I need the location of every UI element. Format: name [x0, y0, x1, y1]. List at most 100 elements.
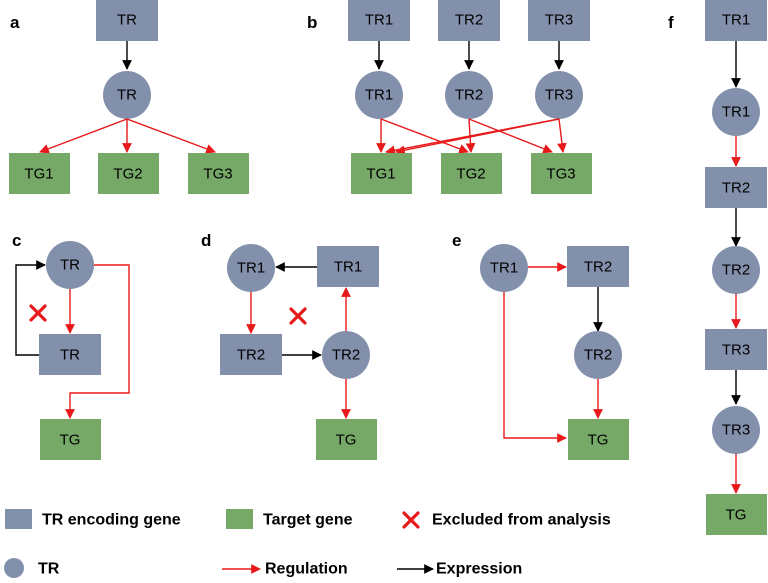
legend-tr-encoding-gene: TR encoding gene — [42, 512, 181, 529]
node-label: TR2 — [722, 180, 750, 197]
regulation-edge — [380, 118, 469, 154]
panel-f: f TR1 TR1 TR2 TR2 TR3 TR3 TG — [668, 0, 767, 535]
regulation-edge — [503, 292, 567, 443]
regulation-edge — [395, 118, 560, 156]
tr-swatch — [4, 558, 24, 578]
legend-target-gene: Target gene — [263, 512, 353, 529]
tr-node — [227, 244, 275, 292]
regulation-edge — [126, 118, 216, 154]
node-label: TR2 — [584, 259, 612, 276]
node-label: TR — [117, 12, 137, 29]
node-label: TG — [726, 507, 747, 524]
tr-encoding-gene-node — [39, 334, 101, 375]
excluded-x-icon — [402, 511, 420, 529]
target-gene-node — [568, 419, 629, 460]
target-gene-node — [188, 153, 249, 194]
node-label: TR1 — [722, 12, 750, 29]
regulation-edge — [65, 264, 130, 419]
tr-encoding-gene-node — [705, 167, 767, 208]
target-gene-node — [531, 153, 592, 194]
target-gene-swatch — [226, 509, 253, 529]
node-label: TG — [588, 432, 609, 449]
node-label: TG — [336, 432, 357, 449]
panel-b: b TR1 TR2 TR3 TR1 TR2 TR3 TG1 TG2 TG3 — [307, 0, 592, 194]
tr-node — [574, 331, 622, 379]
node-label: TR1 — [334, 259, 362, 276]
tr-node — [712, 406, 760, 454]
target-gene-node — [351, 153, 412, 194]
tr-node — [712, 88, 760, 136]
node-label: TR2 — [584, 347, 612, 364]
regulation-edge — [557, 118, 567, 153]
tr-node — [535, 71, 583, 119]
panel-c: c TR TR TG — [12, 231, 130, 460]
legend-regulation: Regulation — [265, 561, 348, 578]
node-label: TG1 — [24, 166, 53, 183]
panel-letter-b: b — [307, 13, 317, 32]
panel-d: d TR1 TR1 TR2 TR2 TG — [201, 231, 379, 460]
node-label: TG2 — [113, 166, 142, 183]
node-label: TR — [60, 347, 80, 364]
target-gene-node — [706, 494, 767, 535]
tr-encoding-gene-node — [348, 0, 410, 41]
tr-encoding-gene-node — [438, 0, 500, 41]
node-label: TR2 — [722, 262, 750, 279]
node-label: TG2 — [456, 166, 485, 183]
tr-node — [712, 246, 760, 294]
regulation-edge — [39, 118, 128, 154]
legend: TR encoding gene Target gene Excluded fr… — [4, 509, 611, 578]
tr-node — [480, 244, 528, 292]
tr-node — [322, 331, 370, 379]
node-label: TR2 — [237, 347, 265, 364]
node-label: TR3 — [722, 422, 750, 439]
node-label: TR3 — [545, 87, 573, 104]
node-label: TR1 — [237, 260, 265, 277]
node-label: TR2 — [455, 12, 483, 29]
node-label: TR3 — [545, 12, 573, 29]
tr-node — [103, 71, 151, 119]
node-label: TG — [60, 432, 81, 449]
target-gene-node — [441, 153, 502, 194]
node-label: TG3 — [203, 166, 232, 183]
panel-letter-e: e — [452, 231, 461, 250]
target-gene-node — [9, 153, 70, 194]
tr-encoding-gene-swatch — [5, 509, 32, 529]
target-gene-node — [40, 419, 101, 460]
tr-encoding-gene-node — [705, 0, 767, 41]
expression-edge — [15, 260, 46, 356]
node-label: TR — [117, 87, 137, 104]
panel-letter-c: c — [12, 231, 21, 250]
tr-node — [445, 71, 493, 119]
panel-e: e TR1 TR2 TR2 TG — [452, 231, 629, 460]
regulation-edge — [468, 118, 553, 154]
legend-expression: Expression — [436, 561, 522, 578]
panel-letter-d: d — [201, 231, 211, 250]
tr-node — [355, 71, 403, 119]
excluded-x-icon — [289, 307, 307, 325]
panel-letter-f: f — [668, 13, 674, 32]
panel-letter-a: a — [10, 13, 20, 32]
tr-node — [46, 241, 94, 289]
node-label: TR1 — [490, 260, 518, 277]
node-label: TR — [60, 257, 80, 274]
node-label: TR1 — [365, 12, 393, 29]
panel-a: a TR TR TG1 TG2 TG3 — [9, 0, 249, 194]
node-label: TR1 — [722, 104, 750, 121]
tr-encoding-gene-node — [567, 246, 629, 287]
excluded-x-icon — [29, 304, 47, 322]
node-label: TR2 — [455, 87, 483, 104]
node-label: TR3 — [722, 342, 750, 359]
node-label: TG3 — [546, 166, 575, 183]
tr-encoding-gene-node — [528, 0, 590, 41]
node-label: TR1 — [365, 87, 393, 104]
tr-encoding-gene-node — [705, 329, 767, 370]
node-label: TG1 — [366, 166, 395, 183]
node-label: TR2 — [332, 347, 360, 364]
tr-encoding-gene-node — [96, 0, 158, 41]
target-gene-node — [98, 153, 159, 194]
tr-encoding-gene-node — [317, 246, 379, 287]
target-gene-node — [316, 419, 377, 460]
legend-tr: TR — [38, 561, 60, 578]
tr-encoding-gene-node — [220, 334, 282, 375]
